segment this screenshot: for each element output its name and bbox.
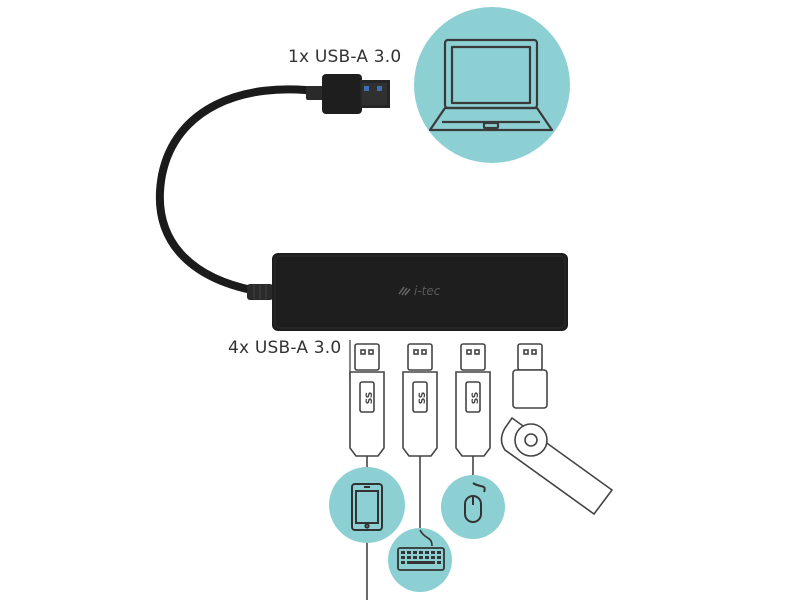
keyboard-icon bbox=[397, 529, 445, 571]
smartphone-device bbox=[329, 467, 405, 543]
usb-plug-2: SS bbox=[402, 343, 438, 530]
laptop-device bbox=[414, 7, 570, 163]
hub-cable bbox=[155, 85, 327, 300]
usb-flash-drive-icon bbox=[500, 343, 614, 516]
smartphone-icon bbox=[351, 483, 383, 531]
mouse-icon bbox=[464, 482, 486, 523]
keyboard-device bbox=[388, 528, 452, 592]
laptop-icon bbox=[428, 38, 554, 132]
brand-mark-icon bbox=[398, 286, 411, 296]
usb-plug-3: SS bbox=[455, 343, 491, 478]
svg-text:SS: SS bbox=[471, 392, 481, 405]
hub-brand-logo: i-tec bbox=[398, 284, 440, 298]
svg-text:SS: SS bbox=[418, 392, 428, 405]
downstream-ports-label: 4x USB-A 3.0 bbox=[228, 338, 342, 358]
upstream-usb-plug bbox=[322, 74, 390, 114]
svg-text:SS: SS bbox=[365, 392, 375, 405]
mouse-device bbox=[441, 475, 505, 539]
usb-plug-1: SS bbox=[349, 343, 385, 600]
brand-name: i-tec bbox=[414, 284, 441, 298]
upstream-port-label: 1x USB-A 3.0 bbox=[288, 47, 402, 67]
hub-body bbox=[272, 253, 568, 331]
